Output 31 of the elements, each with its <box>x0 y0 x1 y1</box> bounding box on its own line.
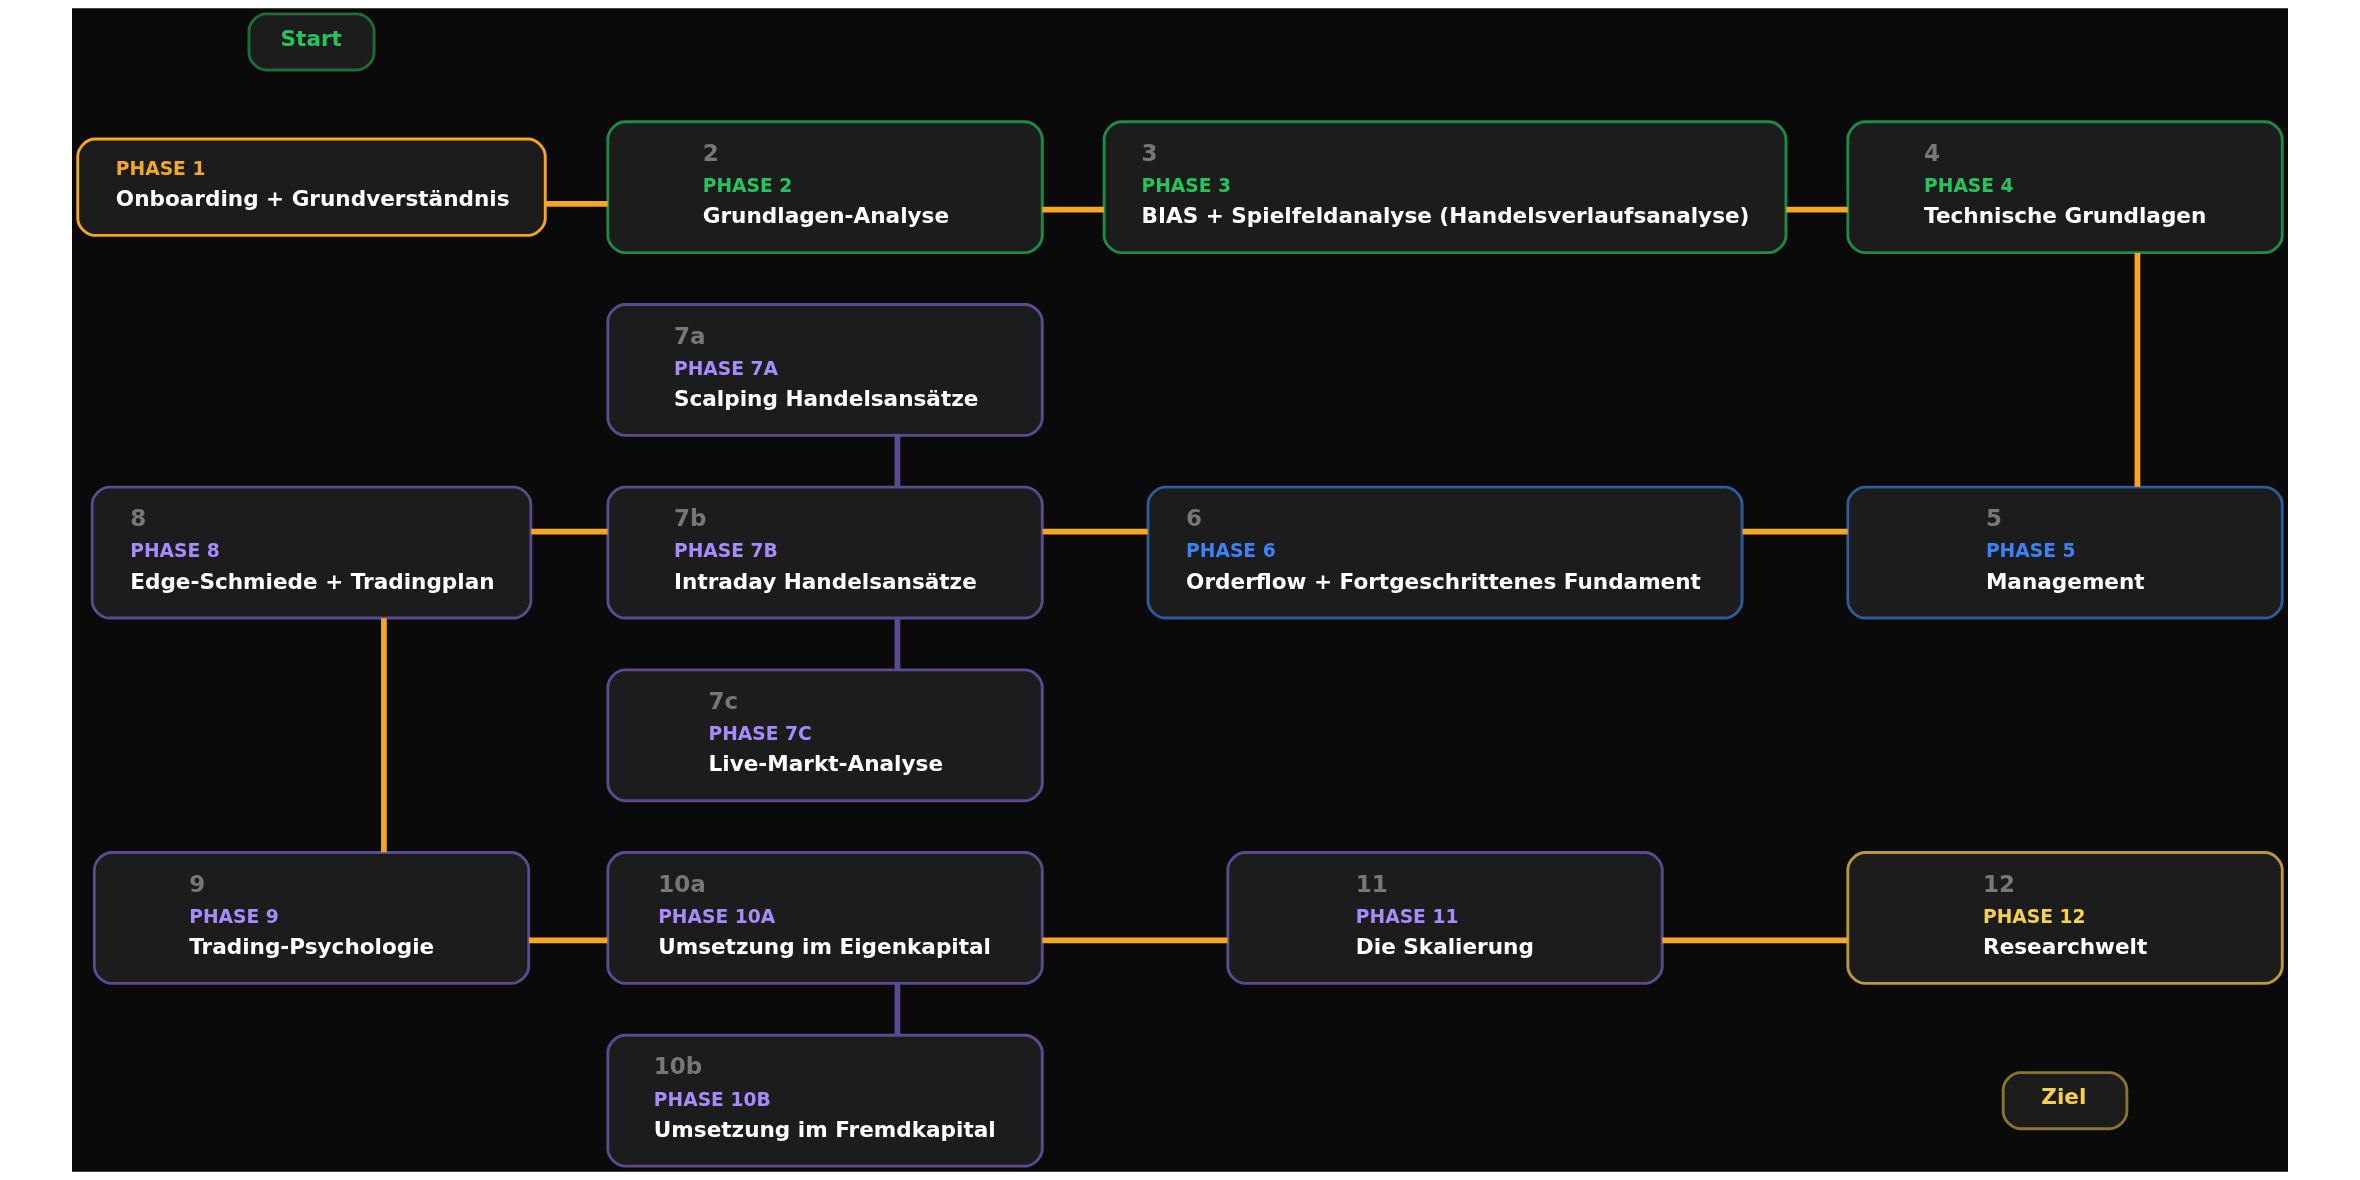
connector <box>1662 937 1848 944</box>
node-box: 7b PHASE 7B Intraday Handelsansätze <box>606 485 1044 620</box>
connector <box>1786 206 1848 213</box>
node-box: 9 PHASE 9 Trading-Psychologie <box>92 851 531 985</box>
connector <box>545 200 608 207</box>
connector <box>1042 528 1148 535</box>
node-box: 7a PHASE 7A Scalping Handelsansätze <box>606 303 1044 437</box>
node-box: 3 PHASE 3 BIAS + Spielfeldanalyse (Handelsverlaufsanalyse) <box>1102 120 1788 255</box>
node-box: 5 PHASE 5 Management <box>1846 485 2284 620</box>
node-box: PHASE 1 Onboarding + Grundverständnis <box>76 137 547 237</box>
connector <box>894 618 901 670</box>
connector <box>2134 252 2141 487</box>
connector <box>381 618 387 853</box>
node-box: 6 PHASE 6 Orderflow + Fortgeschrittenes Fundament <box>1146 485 1744 620</box>
connector <box>894 435 901 487</box>
node-box: 2 PHASE 2 Grundlagen-Analyse <box>606 120 1044 255</box>
node-box: 8 PHASE 8 Edge-Schmiede + Tradingplan <box>90 485 533 620</box>
node-box: 12 PHASE 12 Researchwelt <box>1846 851 2284 985</box>
node-box: 10b PHASE 10B Umsetzung im Fremdkapital <box>606 1033 1044 1168</box>
connector <box>1742 528 1848 535</box>
connector <box>1042 937 1228 944</box>
connector <box>1042 206 1104 213</box>
node-box: Ziel <box>2001 1071 2129 1131</box>
node-box: 4 PHASE 4 Technische Grundlagen <box>1846 120 2284 255</box>
node-box: 10a PHASE 10A Umsetzung im Eigenkapital <box>606 851 1044 985</box>
connector <box>894 983 901 1035</box>
connector <box>531 528 608 535</box>
node-box: 7c PHASE 7C Live-Markt-Analyse <box>606 668 1044 803</box>
node-box: Start <box>247 12 376 72</box>
node-box: 11 PHASE 11 Die Skalierung <box>1226 851 1664 985</box>
connector <box>528 937 608 944</box>
